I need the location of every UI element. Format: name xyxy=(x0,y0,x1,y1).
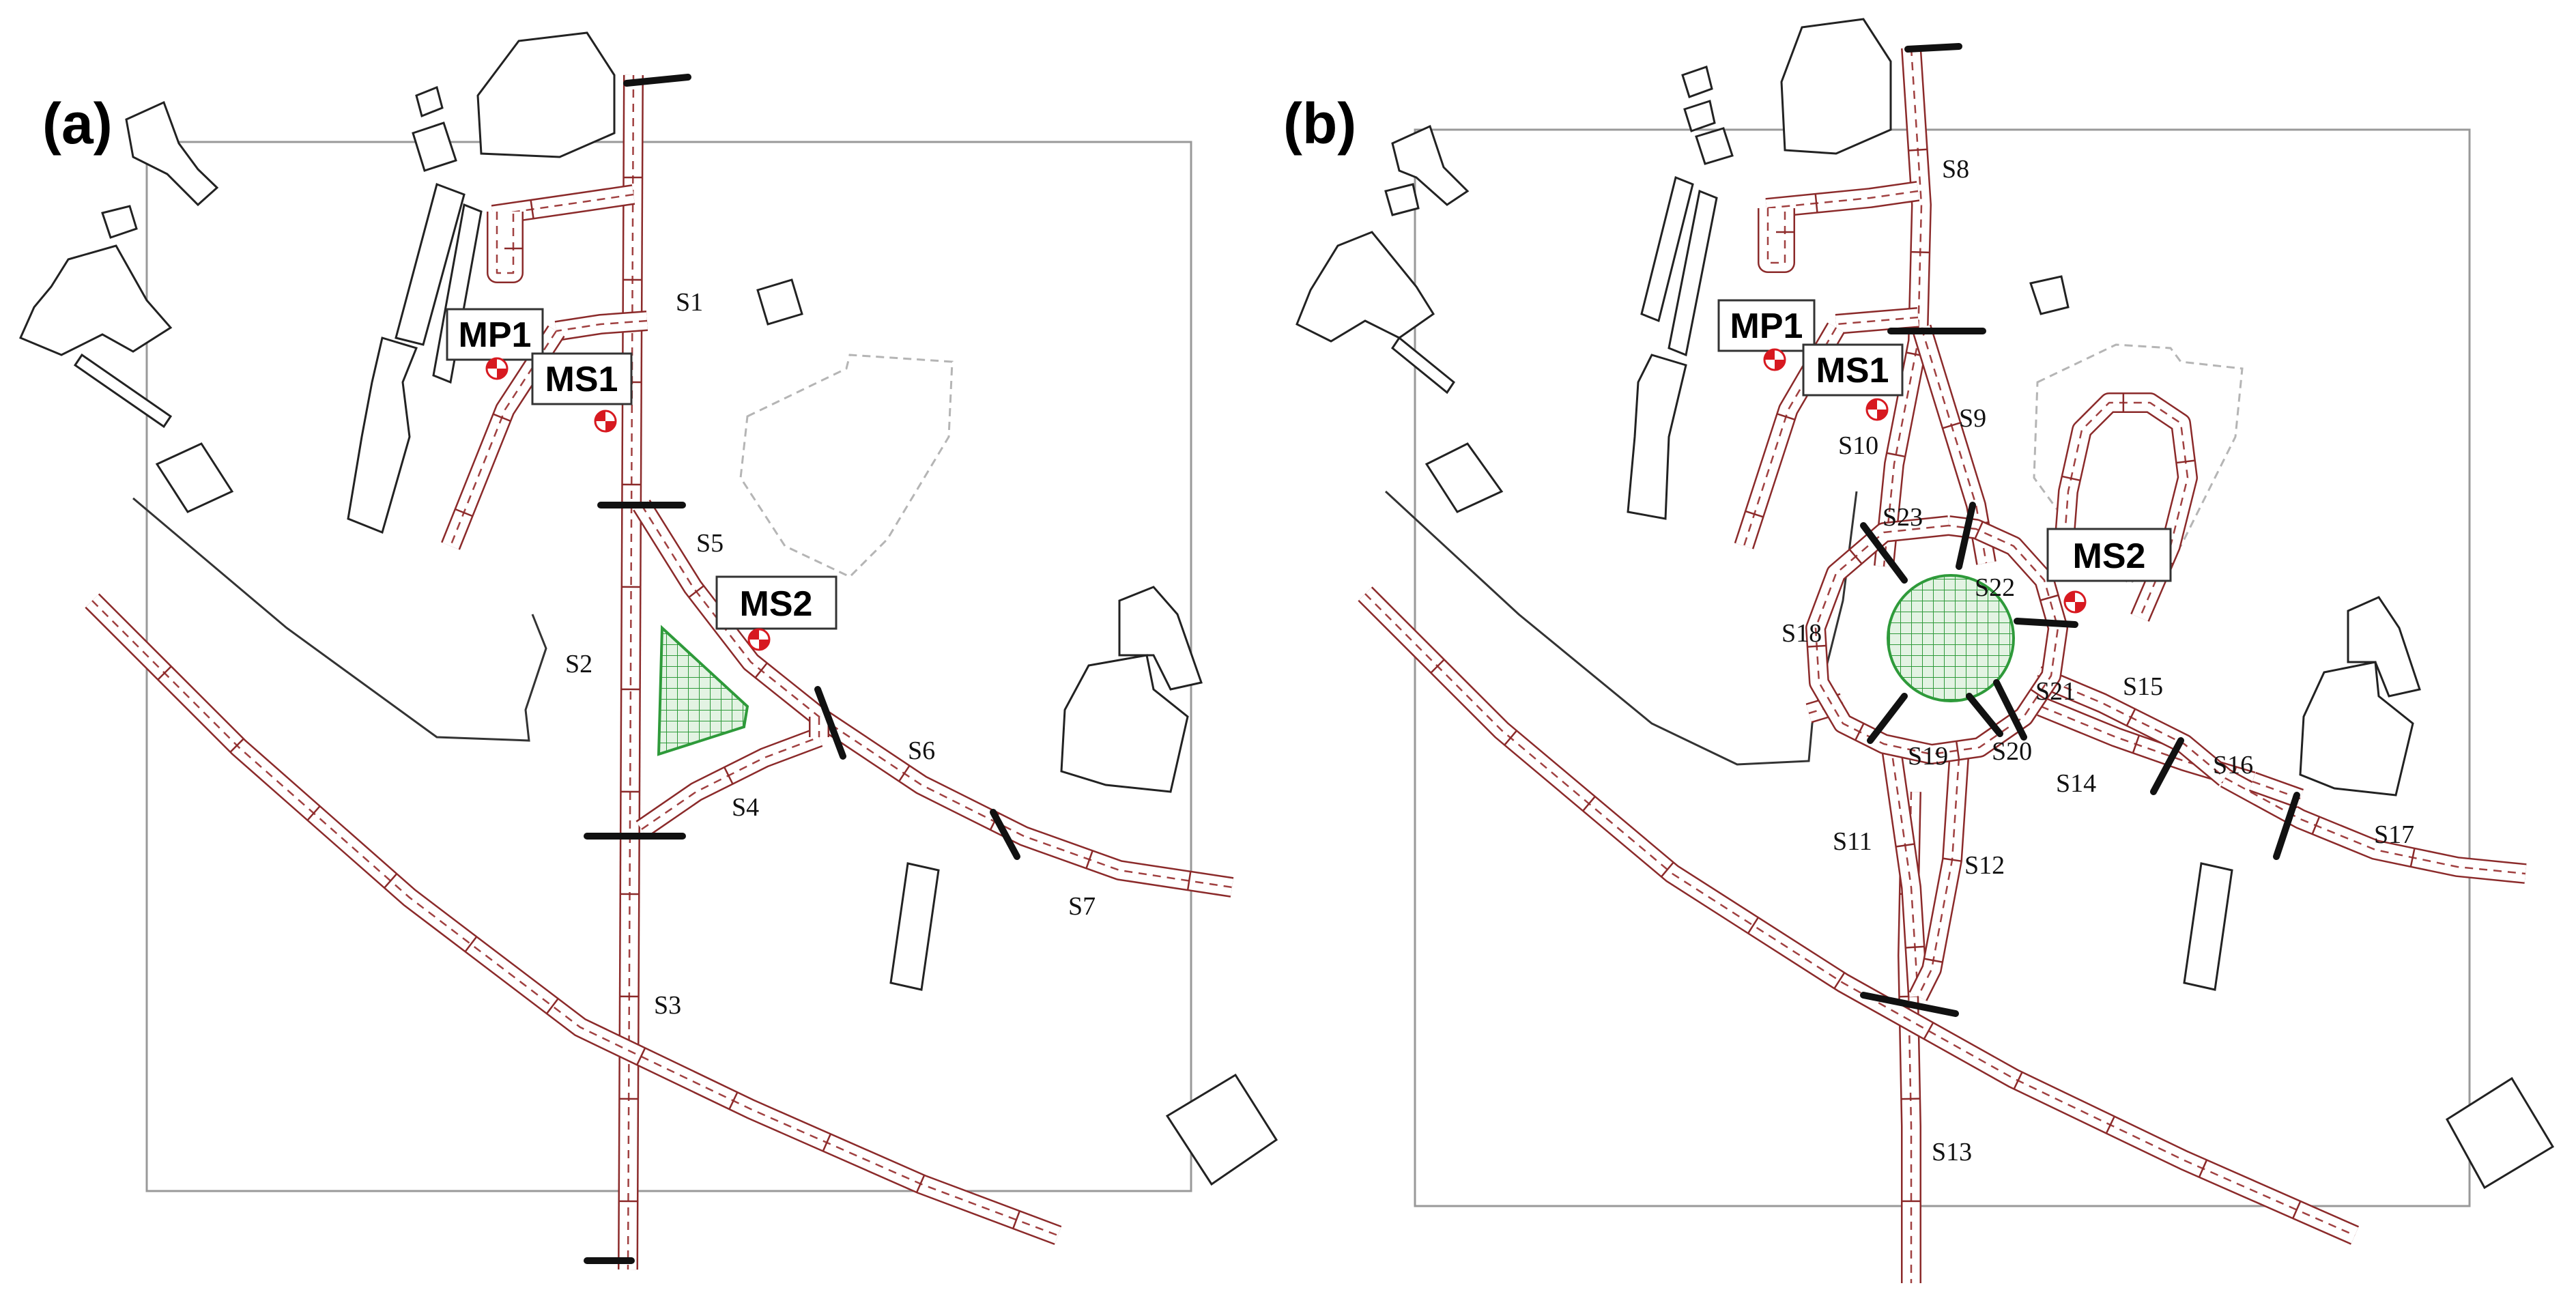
measurement-point-icon xyxy=(749,629,769,650)
segment-label: S4 xyxy=(732,793,759,822)
marker-label: MP1 xyxy=(1730,306,1803,346)
road-segment xyxy=(497,212,522,273)
segment-label: S12 xyxy=(1964,851,2005,880)
road-tick xyxy=(1909,149,1927,151)
panel-label: (a) xyxy=(42,91,113,156)
measurement-point-icon xyxy=(2065,592,2085,612)
segment-label: S21 xyxy=(2035,677,2076,706)
segment-label: S5 xyxy=(696,529,724,558)
measurement-point-icon xyxy=(595,411,616,431)
marker-label: MS2 xyxy=(740,584,813,624)
planned-area xyxy=(741,355,952,577)
marker-label: MP1 xyxy=(459,315,532,355)
segment-label: S19 xyxy=(1908,742,1948,771)
road-tick xyxy=(1906,947,1924,948)
segment-label: S10 xyxy=(1838,431,1878,460)
segment-label: S14 xyxy=(2056,769,2096,798)
segment-label: S8 xyxy=(1942,155,1969,184)
road-segment xyxy=(556,321,647,331)
marker-label: MS2 xyxy=(2073,536,2146,576)
segment-label: S20 xyxy=(1992,737,2032,766)
marker-mp1: MP1 xyxy=(1719,300,1814,370)
segment-label: S17 xyxy=(2374,820,2414,849)
road-line xyxy=(1768,208,1785,263)
road-line xyxy=(497,212,513,273)
road-segment-cuts xyxy=(587,77,1017,1261)
segment-label: S18 xyxy=(1781,619,1822,648)
segment-label: S6 xyxy=(908,736,935,765)
segment-label: S23 xyxy=(1883,503,1923,532)
segment-label: S2 xyxy=(565,650,592,678)
panel-a: (a) xyxy=(20,33,1276,1270)
panel-b: (b) xyxy=(1283,19,2553,1283)
measurement-point-icon xyxy=(487,358,507,379)
segment-label: S9 xyxy=(1959,404,1986,433)
marker-ms1: MS1 xyxy=(532,354,631,431)
segment-label: S11 xyxy=(1833,827,1872,856)
segment-label: S13 xyxy=(1932,1138,1972,1166)
road-line xyxy=(1836,317,1918,324)
segment-label: S7 xyxy=(1068,892,1096,921)
panel-label: (b) xyxy=(1283,91,1356,156)
segment-label: S3 xyxy=(654,991,681,1020)
road-segment xyxy=(1918,758,1961,997)
road-segment xyxy=(1891,744,1923,997)
segment-label: S16 xyxy=(2213,751,2253,779)
road-tick xyxy=(1911,252,1929,253)
marker-label: MS1 xyxy=(545,360,618,399)
buildings xyxy=(20,33,1276,1184)
segment-labels: S8 S9 S10 S11 S12 S13 S14 S15 S16 S17 S1… xyxy=(1781,155,2414,1166)
segment-label: S15 xyxy=(2123,672,2163,701)
road-segment xyxy=(2061,394,2194,618)
segment-labels: S1 S2 S3 S4 S5 S6 S7 xyxy=(565,288,1096,1020)
road-segment xyxy=(1836,317,1918,324)
measurement-point-icon xyxy=(1764,349,1785,370)
segment-label: S1 xyxy=(676,288,703,317)
road-segment xyxy=(619,75,642,1270)
measurement-point-icon xyxy=(1867,399,1887,420)
marker-label: MS1 xyxy=(1816,351,1889,390)
marker-ms1: MS1 xyxy=(1803,345,1902,420)
road-segment xyxy=(1768,208,1794,263)
segment-label: S22 xyxy=(1975,573,2015,602)
road-tick xyxy=(1902,1099,1919,1100)
road-line xyxy=(2061,403,2188,618)
